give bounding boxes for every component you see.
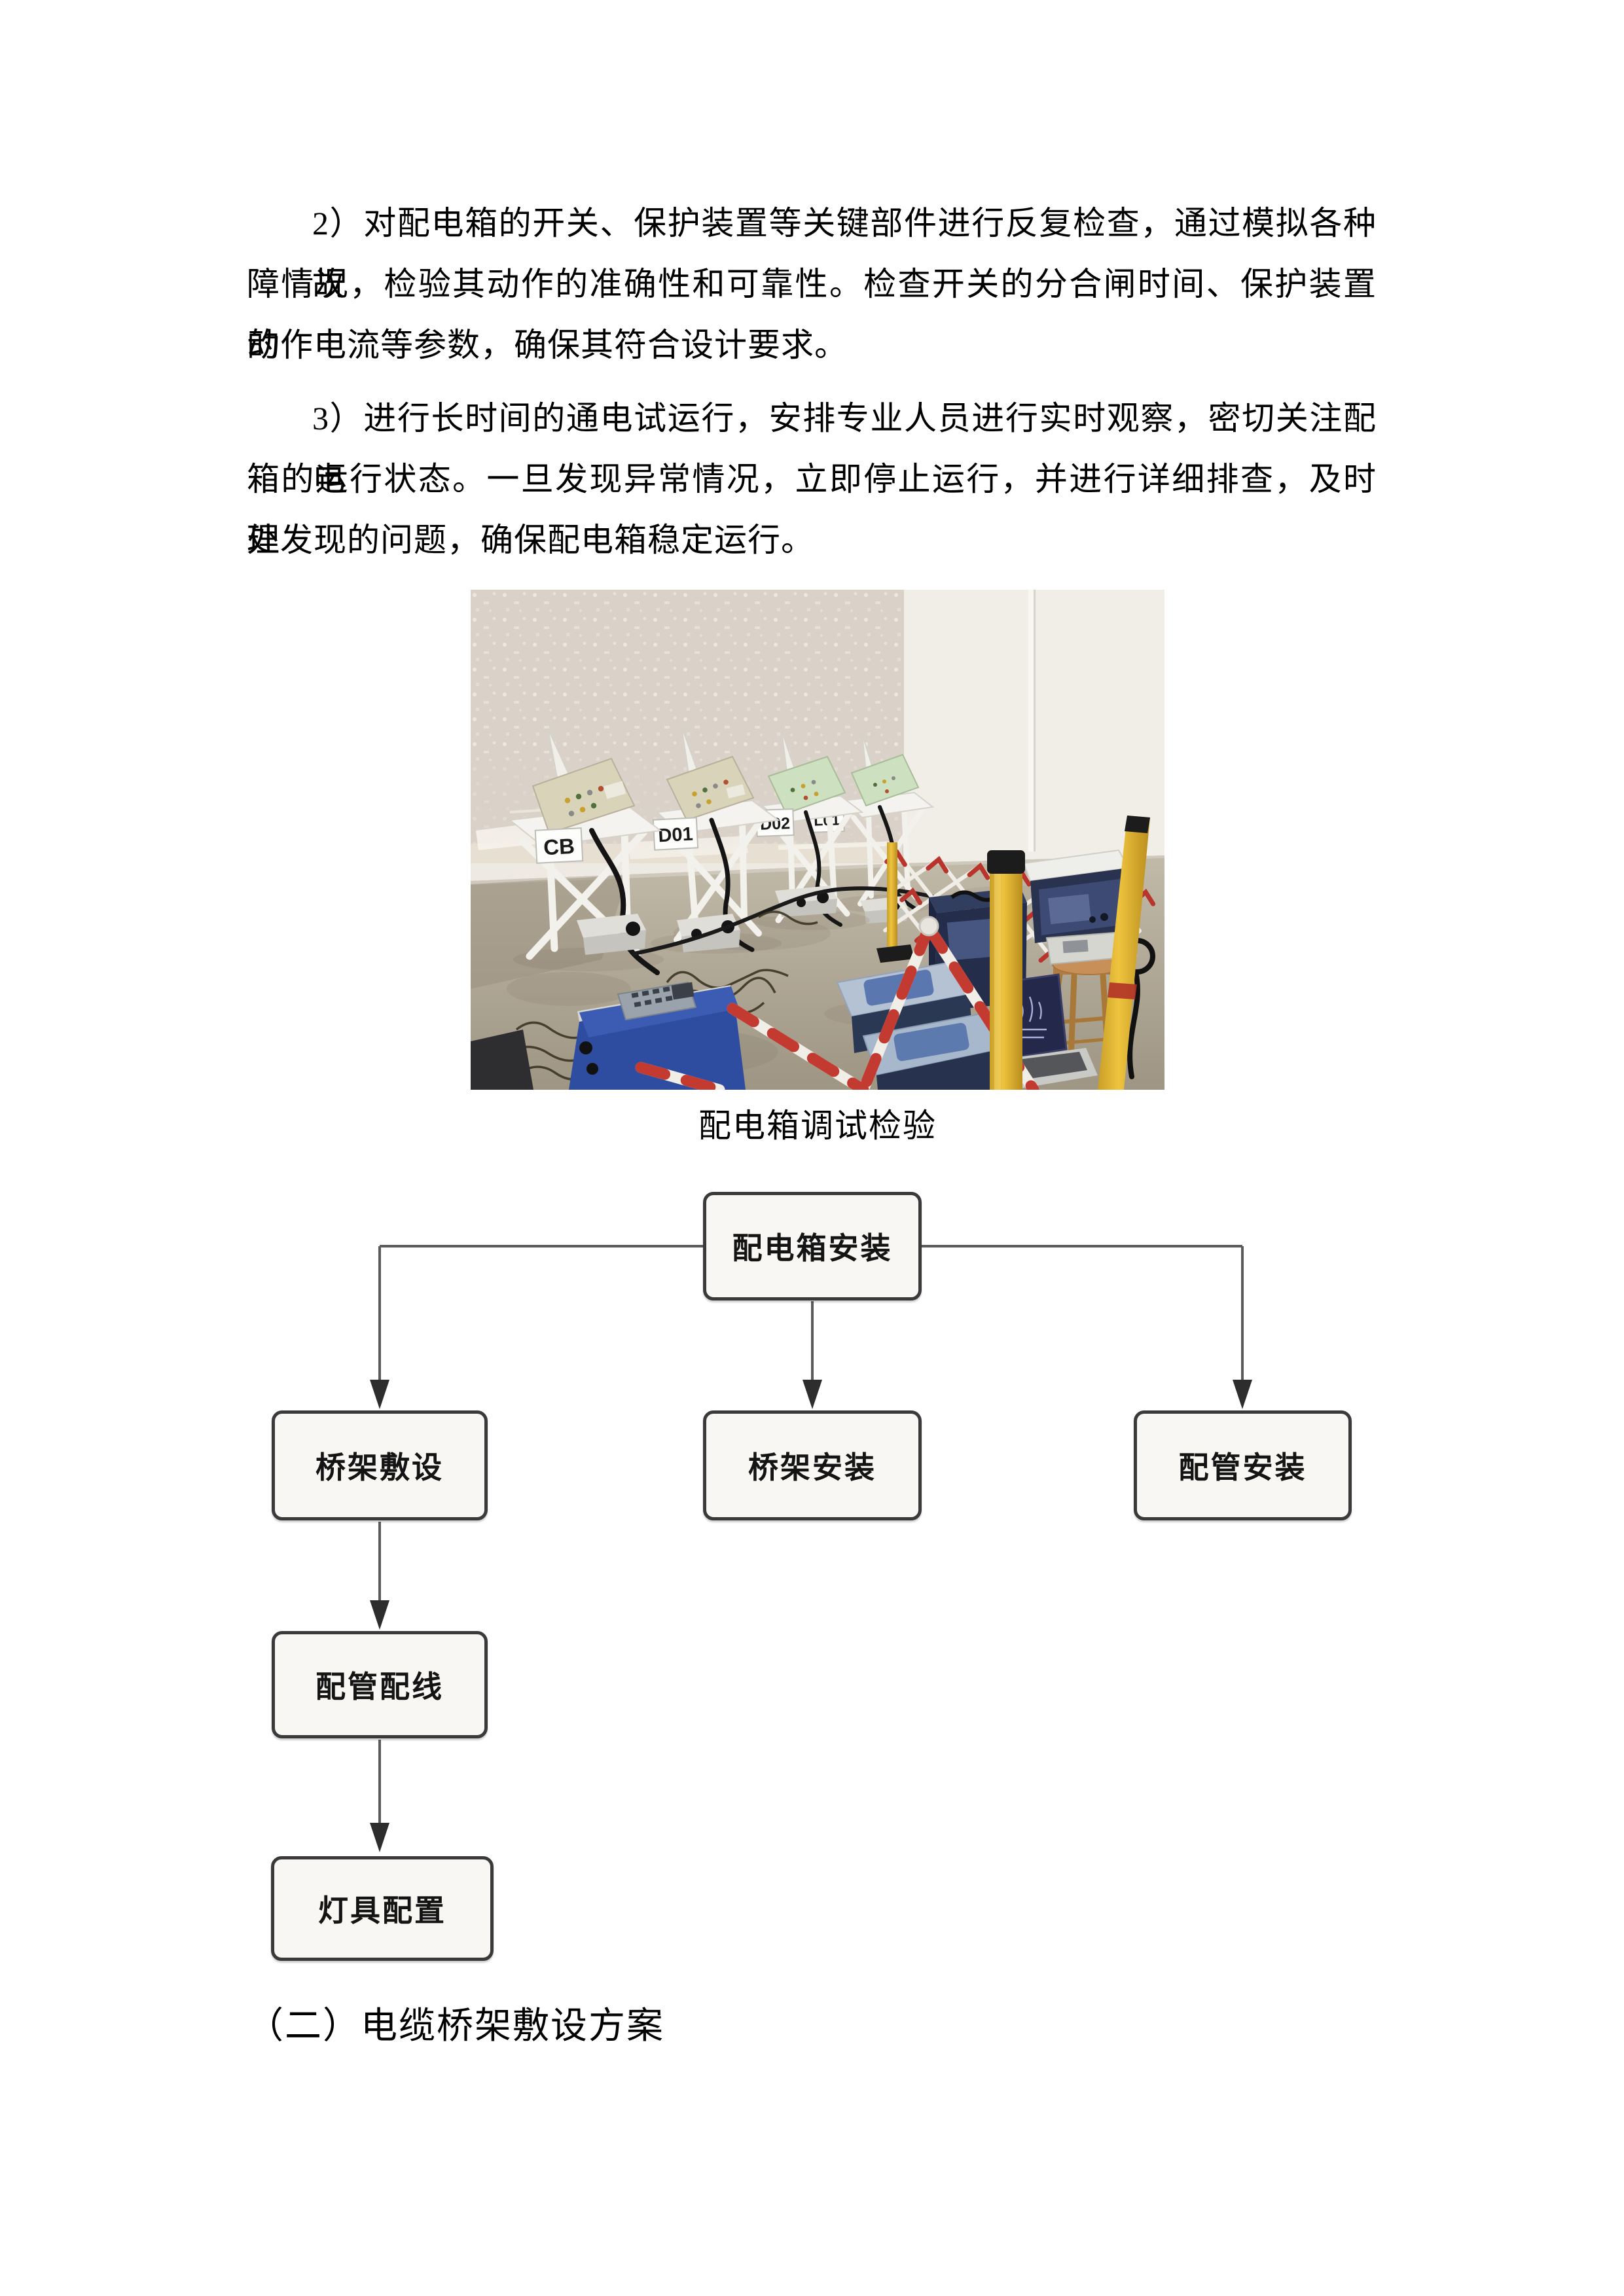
- photo-test-stand-3: D02: [752, 730, 870, 930]
- para-line: 3）进行长时间的通电试运行，安排专业人员进行实时观察，密切关注配电: [312, 400, 1377, 497]
- flow-node-tray-install: 桥架安装: [703, 1410, 922, 1520]
- photo-panel-buttons: [873, 776, 895, 793]
- arrow-down-icon: [1233, 1380, 1252, 1409]
- photo-illustration: L01: [471, 590, 1164, 1090]
- photo-test-stand-2: D01: [651, 725, 782, 954]
- para-line: 动作电流等参数，确保其符合设计要求。: [247, 327, 848, 363]
- photo-adapter-box: [577, 914, 646, 955]
- photo-stand-panel: [767, 755, 846, 815]
- para-line: 理发现的问题，确保配电箱稳定运行。: [247, 522, 814, 558]
- photo-adapter-box: [677, 914, 740, 952]
- photo-instrument-case-right: [1022, 849, 1133, 943]
- para-line: 箱的运行状态。一旦发现异常情况，立即停止运行，并进行详细排查，及时处: [247, 461, 1377, 558]
- flow-node-box-install: 配电箱安装: [703, 1192, 922, 1300]
- arrow-down-icon: [370, 1600, 389, 1630]
- photo-dark-box-left: [471, 1030, 533, 1090]
- flow-edges: [370, 1245, 1252, 1852]
- arrow-down-icon: [803, 1380, 822, 1409]
- photo-cable: [804, 810, 842, 927]
- photo-stand-panel: [532, 757, 636, 834]
- arrow-down-icon: [370, 1380, 389, 1409]
- flow-node-lighting-config: 灯具配置: [271, 1856, 494, 1961]
- photo-panel-buttons: [790, 780, 819, 800]
- stand-label: D01: [658, 824, 694, 847]
- arrow-down-icon: [370, 1823, 389, 1852]
- photo-barrier-joint: [918, 916, 939, 937]
- para-line: 障情况，检验其动作的准确性和可靠性。检查开关的分合闸时间、保护装置的: [247, 266, 1377, 363]
- photo-wall-corner-line: [1028, 590, 1034, 852]
- section-heading: （二）电缆桥架敷设方案: [247, 2006, 664, 2047]
- photo-barrier-post: [887, 842, 897, 952]
- photo-yellow-pole: [987, 850, 1025, 1090]
- photo-equipment: [471, 849, 1155, 1090]
- photo-stand-label-card: CB: [534, 827, 584, 864]
- photo-panel-buttons: [564, 781, 626, 817]
- paragraph-3: 3）进行长时间的通电试运行，安排专业人员进行实时观察，密切关注配电 箱的运行状态…: [247, 388, 1377, 571]
- flow-node-conduit-install: 配管安装: [1134, 1410, 1352, 1520]
- flow-node-tray-laying: 桥架敷设: [272, 1410, 488, 1520]
- stand-label: CB: [543, 834, 575, 859]
- photo-caption: 配电箱调试检验: [698, 1107, 937, 1144]
- photo-yellow-pole-right: [1098, 816, 1150, 1090]
- flow-node-conduit-wiring: 配管配线: [272, 1631, 488, 1738]
- photo-panel-buttons: [692, 780, 746, 808]
- photo-stand-label-card: D01: [652, 817, 699, 851]
- photo-test-stand-1: CB: [508, 728, 664, 975]
- photo-blue-case-left: [569, 981, 746, 1090]
- photo-stand-panel: [666, 755, 755, 821]
- paragraph-2: 2）对配电箱的开关、保护装置等关键部件进行反复检查，通过模拟各种故 障情况，检验…: [247, 193, 1377, 376]
- para-line: 2）对配电箱的开关、保护装置等关键部件进行反复检查，通过模拟各种故: [312, 205, 1377, 302]
- distribution-box-test-photo: L01: [471, 590, 1164, 1090]
